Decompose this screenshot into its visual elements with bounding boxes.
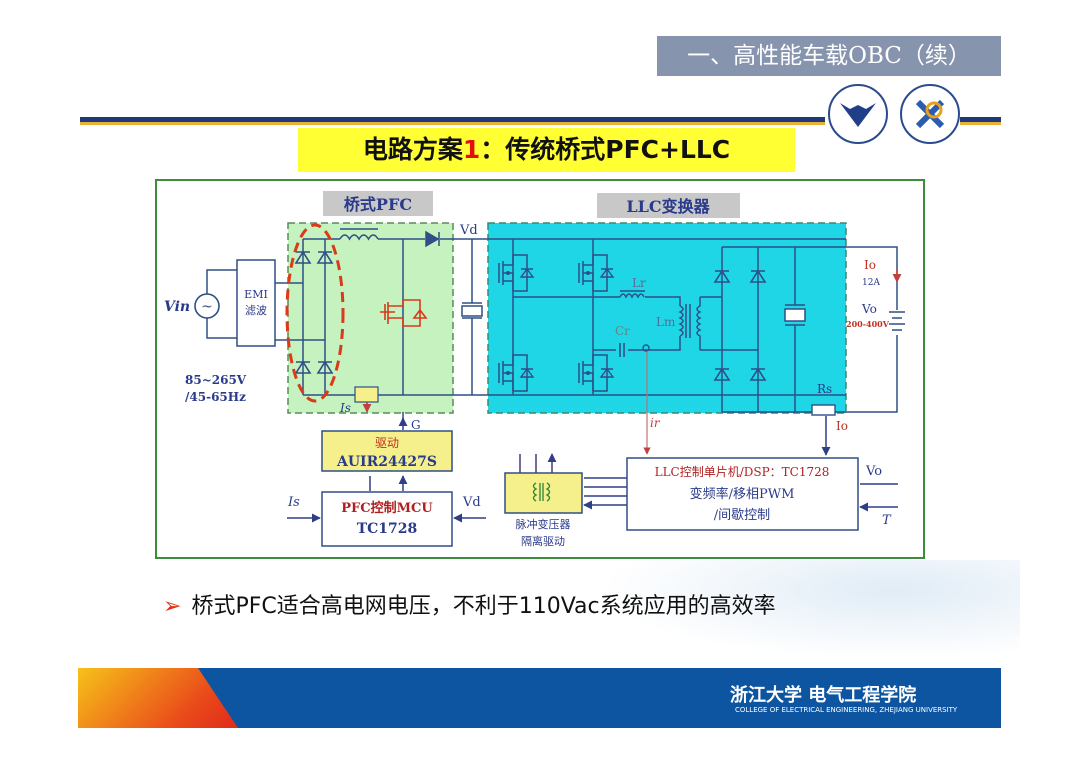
header-rule-accent — [80, 122, 825, 125]
driver-part-number: AUIR24427S — [336, 454, 437, 470]
heading-number: 1 — [462, 135, 481, 164]
pfc-region — [287, 222, 454, 414]
ir-label: ir — [650, 416, 661, 430]
header-rule — [80, 117, 825, 122]
header-rule-right — [960, 117, 1001, 122]
lr-inductor-icon — [619, 290, 645, 299]
io-feedback-label: Io — [836, 419, 848, 433]
input-frequency-range: /45-65Hz — [185, 390, 246, 404]
vin-label: Vin — [164, 299, 190, 315]
llc-t-input-label: T — [882, 513, 892, 528]
pfc-mosfet-icon — [380, 299, 428, 327]
is-input-label: Is — [287, 495, 300, 510]
background-swoosh — [600, 560, 1020, 660]
battery-icon — [889, 311, 905, 331]
footer-college-name: 浙江大学 电气工程学院 — [730, 685, 917, 706]
eagle-icon — [840, 103, 876, 127]
pulse-transformer-icon — [532, 482, 551, 502]
diagram-frame — [155, 179, 925, 559]
input-voltage-range: 85~265V — [185, 373, 247, 387]
footer-college-name-en: COLLEGE OF ELECTRICAL ENGINEERING, ZHEJI… — [735, 706, 958, 714]
llc-controller-label: LLC控制单片机/DSP：TC1728 — [655, 465, 830, 479]
pfc-mcu-part-number: TC1728 — [357, 521, 418, 537]
highlight-ellipse — [285, 223, 345, 403]
vd-input-label: Vd — [462, 495, 481, 510]
lm-label: Lm — [656, 315, 676, 329]
bullet-point: ➢ 桥式PFC适合高电网电压，不利于110Vac系统应用的高效率 — [163, 588, 776, 620]
isolated-drive-label: 隔离驱动 — [521, 534, 565, 548]
cr-label: Cr — [615, 324, 630, 338]
ac-source-icon — [194, 293, 220, 319]
emi-label: EMI — [244, 288, 268, 301]
section-title: 一、高性能车载OBC（续） — [657, 36, 1001, 76]
pulse-transformer-label: 脉冲变压器 — [516, 517, 571, 531]
mcu-to-driver-arrows — [369, 476, 403, 491]
heading-prefix: 电路方案 — [362, 135, 463, 164]
llc-label: LLC变换器 — [626, 197, 710, 216]
boost-diode-icon — [425, 230, 440, 248]
sense-resistor-icon — [354, 386, 379, 403]
bullet-arrow-icon: ➢ — [163, 594, 182, 619]
footer-band — [78, 668, 1001, 728]
gate-drive-arrows — [519, 454, 552, 473]
sine-icon: ~ — [201, 299, 213, 315]
current-probe-icon — [642, 344, 650, 352]
emi-label-2: 滤波 — [245, 304, 267, 317]
cr-capacitor-icon — [619, 343, 625, 357]
header-rule-right-accent — [960, 122, 1001, 125]
vo-range: 200-400V — [846, 319, 890, 329]
pfc-label-box — [323, 191, 433, 216]
llc-controller-modulation: 变频率/移相PWM — [690, 486, 795, 502]
output-capacitor-icon — [784, 304, 806, 326]
pfc-inductor-icon — [339, 228, 379, 241]
pfc-mcu-label: PFC控制MCU — [341, 500, 433, 516]
rs-resistor-icon — [811, 404, 836, 416]
llc-input-arrows — [860, 483, 898, 507]
heading-suffix: ：传统桥式PFC+LLC — [480, 135, 731, 164]
transformer-icon — [678, 297, 702, 350]
is-label: Is — [339, 401, 351, 415]
college-emblem-icon — [915, 99, 945, 129]
wires — [206, 238, 898, 547]
pwm-arrows — [584, 477, 627, 505]
g-label: G — [411, 418, 421, 432]
dc-link-capacitor-icon — [461, 302, 483, 319]
zju-logo — [828, 84, 888, 144]
bullet-text: 桥式PFC适合高电网电压，不利于110Vac系统应用的高效率 — [191, 594, 776, 619]
driver-label: 驱动 — [375, 436, 399, 450]
llc-label-box — [597, 193, 740, 218]
rs-label: Rs — [817, 382, 832, 396]
college-logo — [900, 84, 960, 144]
llc-vo-input-label: Vo — [865, 464, 882, 479]
pfc-label: 桥式PFC — [344, 195, 412, 214]
lr-label: Lr — [632, 276, 646, 290]
llc-controller-burst: /间歇控制 — [714, 508, 770, 523]
io-value: 12A — [862, 278, 880, 288]
vd-label: Vd — [459, 223, 478, 238]
slide-heading: 电路方案1：传统桥式PFC+LLC — [298, 128, 795, 172]
vo-label: Vo — [861, 302, 877, 316]
io-label: Io — [864, 258, 876, 272]
